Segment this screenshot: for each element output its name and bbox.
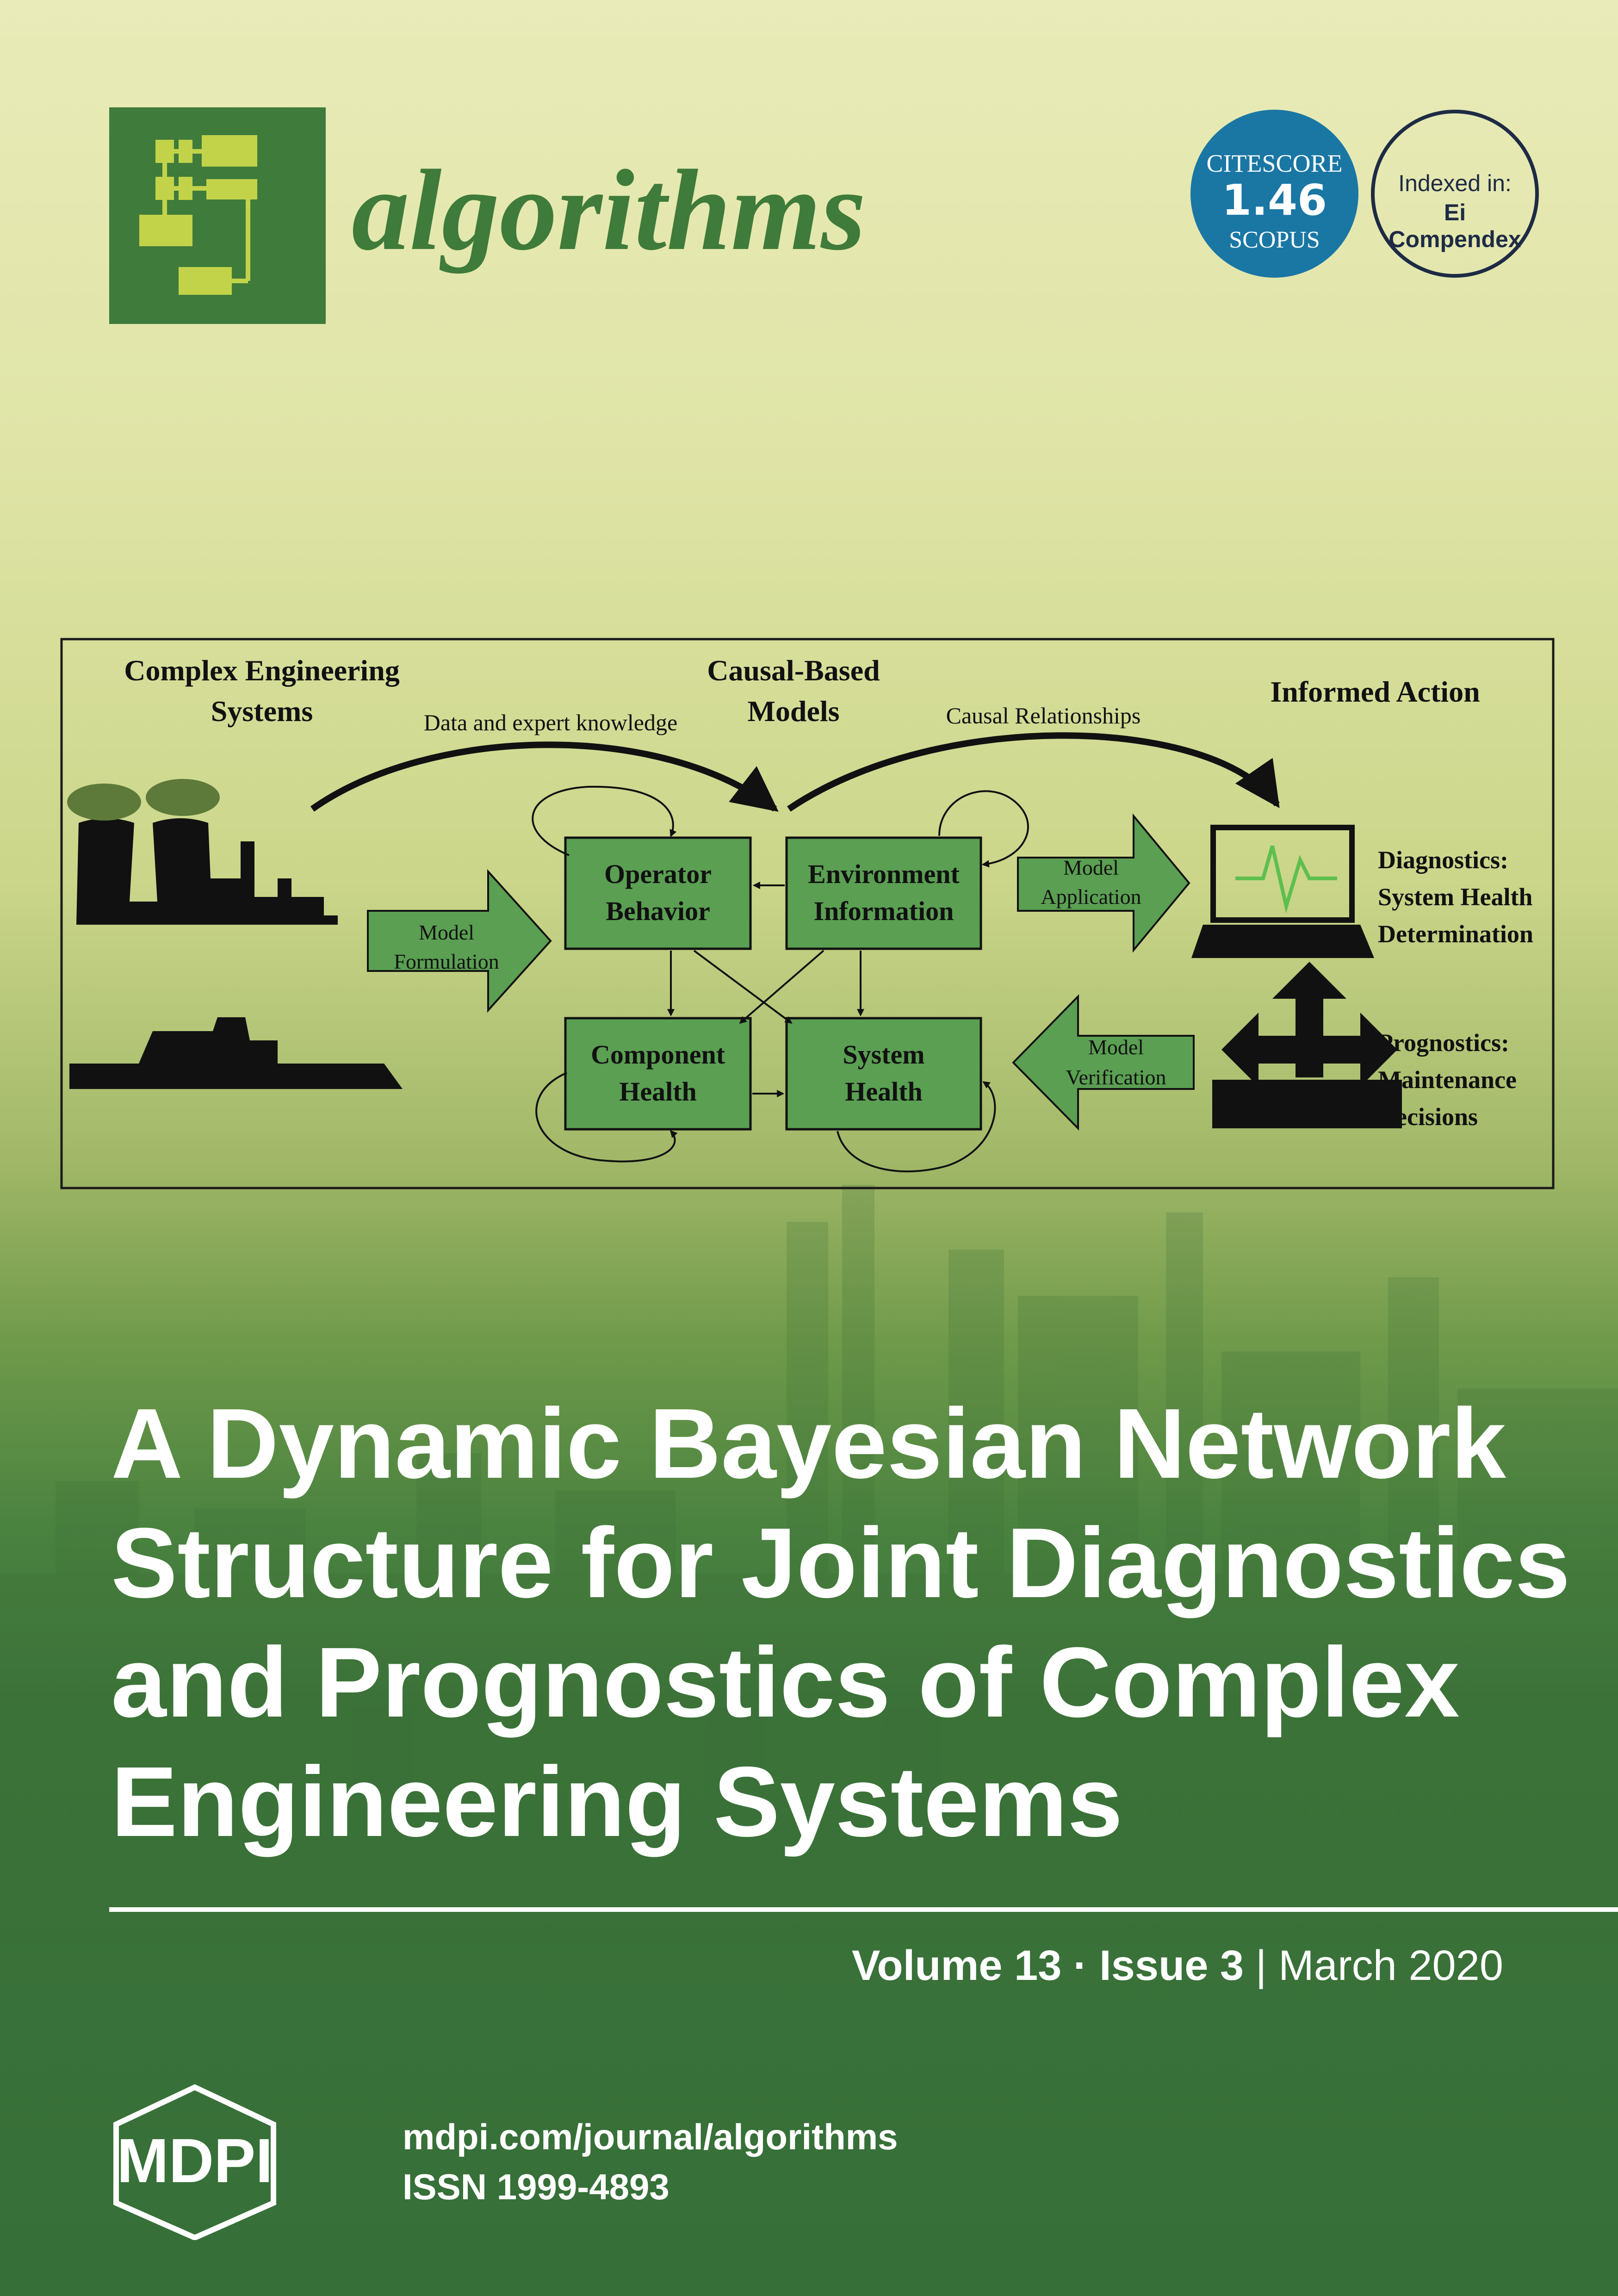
arrow-model-formulation: Model Formulation [367,869,552,1013]
formulation-line2: Formulation [394,950,499,973]
node-component-health: Component Health [564,1017,752,1131]
label-data-expert-knowledge: Data and expert knowledge [424,709,677,735]
outcome-prognostics: Prognostics: Maintenance Decisions [1378,1029,1517,1131]
issue-number: Issue 3 [1099,1942,1244,1989]
ship-icon [69,1017,403,1089]
node-operator-line2: Behavior [606,896,710,926]
curved-arrow-causal [787,732,1280,812]
node-system-line1: System [843,1039,924,1070]
power-plant-icon [67,779,338,925]
heading-causal-line2: Models [747,695,839,728]
heading-causal-line1: Causal-Based [707,654,880,687]
article-title: A Dynamic Bayesian Network Structure for… [111,1384,1592,1861]
journal-name: algorithms [352,146,866,274]
issue-info: Volume 13 · Issue 3 | March 2020 [852,1941,1503,1990]
application-line2: Application [1041,885,1141,908]
heading-informed-action: Informed Action [1270,675,1480,708]
title-line-1: A Dynamic Bayesian Network [111,1388,1506,1499]
prognostics-line3: Decisions [1378,1103,1478,1131]
node-connector-arrows [532,785,1029,1173]
mdpi-logo-text: MDPI [117,2126,273,2196]
volume-number: Volume 13 [852,1942,1062,1989]
curved-arrow-data [310,741,779,812]
arrow-model-application: Model Application [1017,813,1190,953]
indexed-database: Ei Compendex [1389,199,1521,252]
label-causal-relationships: Causal Relationships [946,703,1141,728]
indexed-label: Indexed in: [1398,170,1512,196]
prognostics-line1: Prognostics: [1378,1029,1509,1057]
citescore-badge: CITESCORE 1.46 SCOPUS [1190,110,1358,278]
heading-complex-line2: Systems [211,695,313,728]
citescore-source: SCOPUS [1229,227,1320,253]
diagnostics-line1: Diagnostics: [1378,846,1508,874]
citescore-label: CITESCORE [1206,149,1343,177]
indexed-badge: Indexed in: Ei Compendex [1371,110,1539,278]
flowchart-logo-icon [139,135,257,295]
crossroad-arrows-icon [1212,962,1402,1128]
title-line-3: and Prognostics of Complex [111,1626,1460,1738]
issue-separator-bar: | [1244,1942,1279,1989]
node-operator-line1: Operator [604,859,712,889]
title-line-2: Structure for Joint Diagnostics [111,1507,1570,1618]
mdpi-hexagon-icon [113,2084,276,2240]
industrial-skyline-background [0,1185,1618,1944]
node-environment-information: Environment Information [785,836,982,950]
outcome-diagnostics: Diagnostics: System Health Determination [1378,846,1533,948]
diagnostics-line2: System Health [1378,883,1532,911]
mdpi-logo: MDPI [113,2084,276,2240]
verification-line1: Model [1088,1035,1144,1059]
heading-complex-line1: Complex Engineering [124,654,400,687]
issn-number: ISSN 1999-4893 [403,2166,670,2207]
journal-url[interactable]: mdpi.com/journal/algorithms [403,2116,898,2157]
node-environment-line1: Environment [808,859,960,889]
application-line1: Model [1063,856,1119,879]
diagram-frame [60,638,1555,1189]
node-component-line2: Health [619,1076,697,1107]
arrow-model-verification: Model Verification [1012,994,1195,1131]
divider-rule [109,1907,1618,1912]
title-line-4: Engineering Systems [111,1746,1123,1857]
diagnostics-line3: Determination [1378,920,1533,948]
node-operator-behavior: Operator Behavior [564,836,752,950]
prognostics-line2: Maintenance [1378,1066,1517,1094]
node-system-health: System Health [785,1017,982,1131]
issue-date: March 2020 [1278,1942,1503,1989]
laptop-monitor-icon [1191,825,1374,958]
citescore-value: 1.46 [1222,175,1327,225]
node-system-line2: Health [845,1076,923,1107]
cover-figure-diagram: Complex Engineering Systems Causal-Based… [60,638,1555,1189]
verification-line2: Verification [1066,1065,1166,1089]
node-component-line1: Component [591,1039,725,1070]
algorithms-logo [109,107,326,324]
formulation-line1: Model [419,921,474,944]
issue-separator-dot: · [1061,1942,1100,1989]
node-environment-line2: Information [814,896,954,926]
